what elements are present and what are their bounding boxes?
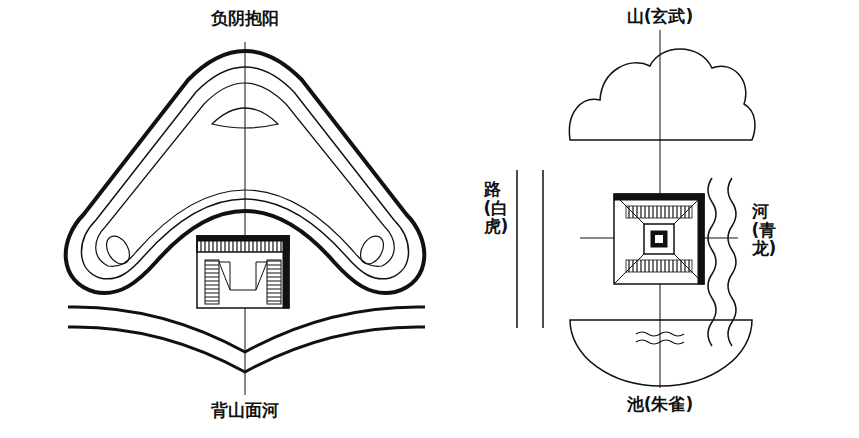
river-label: 河(青龙): [750, 202, 771, 258]
pond-label: 池(朱雀): [625, 394, 696, 414]
caption-label: 背山面河: [209, 400, 281, 420]
house: [197, 236, 289, 308]
mountain-symbol: [569, 49, 755, 140]
mountain-label: 山(玄武): [625, 6, 696, 26]
house-plan: [614, 194, 704, 284]
road: [517, 170, 543, 328]
pond: [570, 320, 752, 386]
axis-line: [245, 42, 246, 395]
river-lines: [708, 178, 736, 346]
road-label: 路(白虎): [482, 180, 503, 236]
river: [68, 307, 425, 372]
pond-waves: [636, 332, 684, 344]
heading-label: 负阴抱阳: [209, 8, 281, 28]
